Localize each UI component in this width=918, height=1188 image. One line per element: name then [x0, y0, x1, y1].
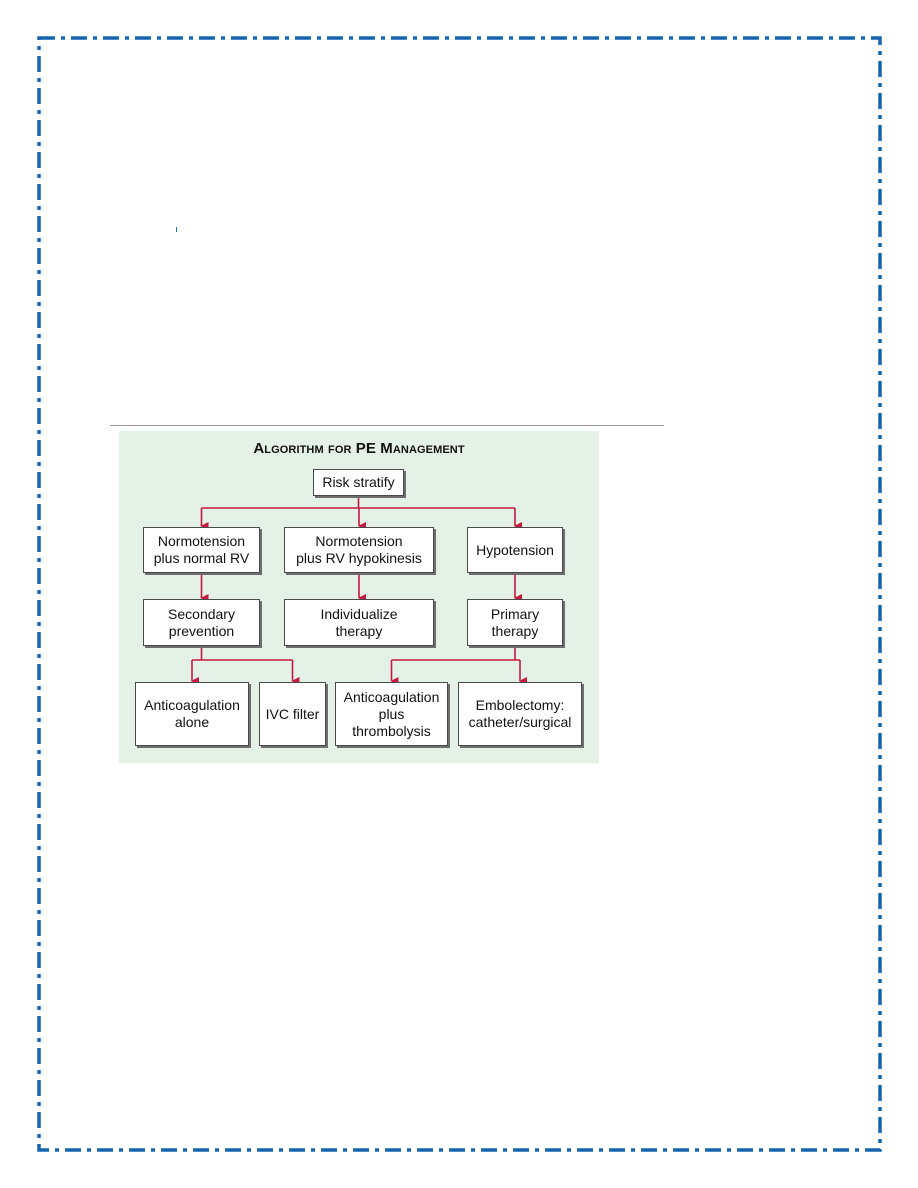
node-ivc-filter: IVC filter	[259, 682, 326, 746]
node-anticoagulation-thrombolysis: Anticoagulation plus thrombolysis	[335, 682, 448, 746]
node-risk-stratify: Risk stratify	[313, 469, 404, 496]
node-embolectomy: Embolectomy: catheter/surgical	[458, 682, 582, 746]
figure-title: Algorithm for PE Management	[253, 440, 465, 457]
node-normotension-normal-rv: Normotension plus normal RV	[143, 527, 260, 573]
stray-mark	[176, 227, 177, 232]
node-normotension-rv-hypokinesis: Normotension plus RV hypokinesis	[284, 527, 434, 573]
node-primary-therapy: Primary therapy	[467, 599, 563, 646]
node-individualize-therapy: Individualize therapy	[284, 599, 434, 646]
node-hypotension: Hypotension	[467, 527, 563, 573]
node-secondary-prevention: Secondary prevention	[143, 599, 260, 646]
node-anticoagulation-alone: Anticoagulation alone	[135, 682, 249, 746]
horizontal-rule	[110, 425, 664, 426]
